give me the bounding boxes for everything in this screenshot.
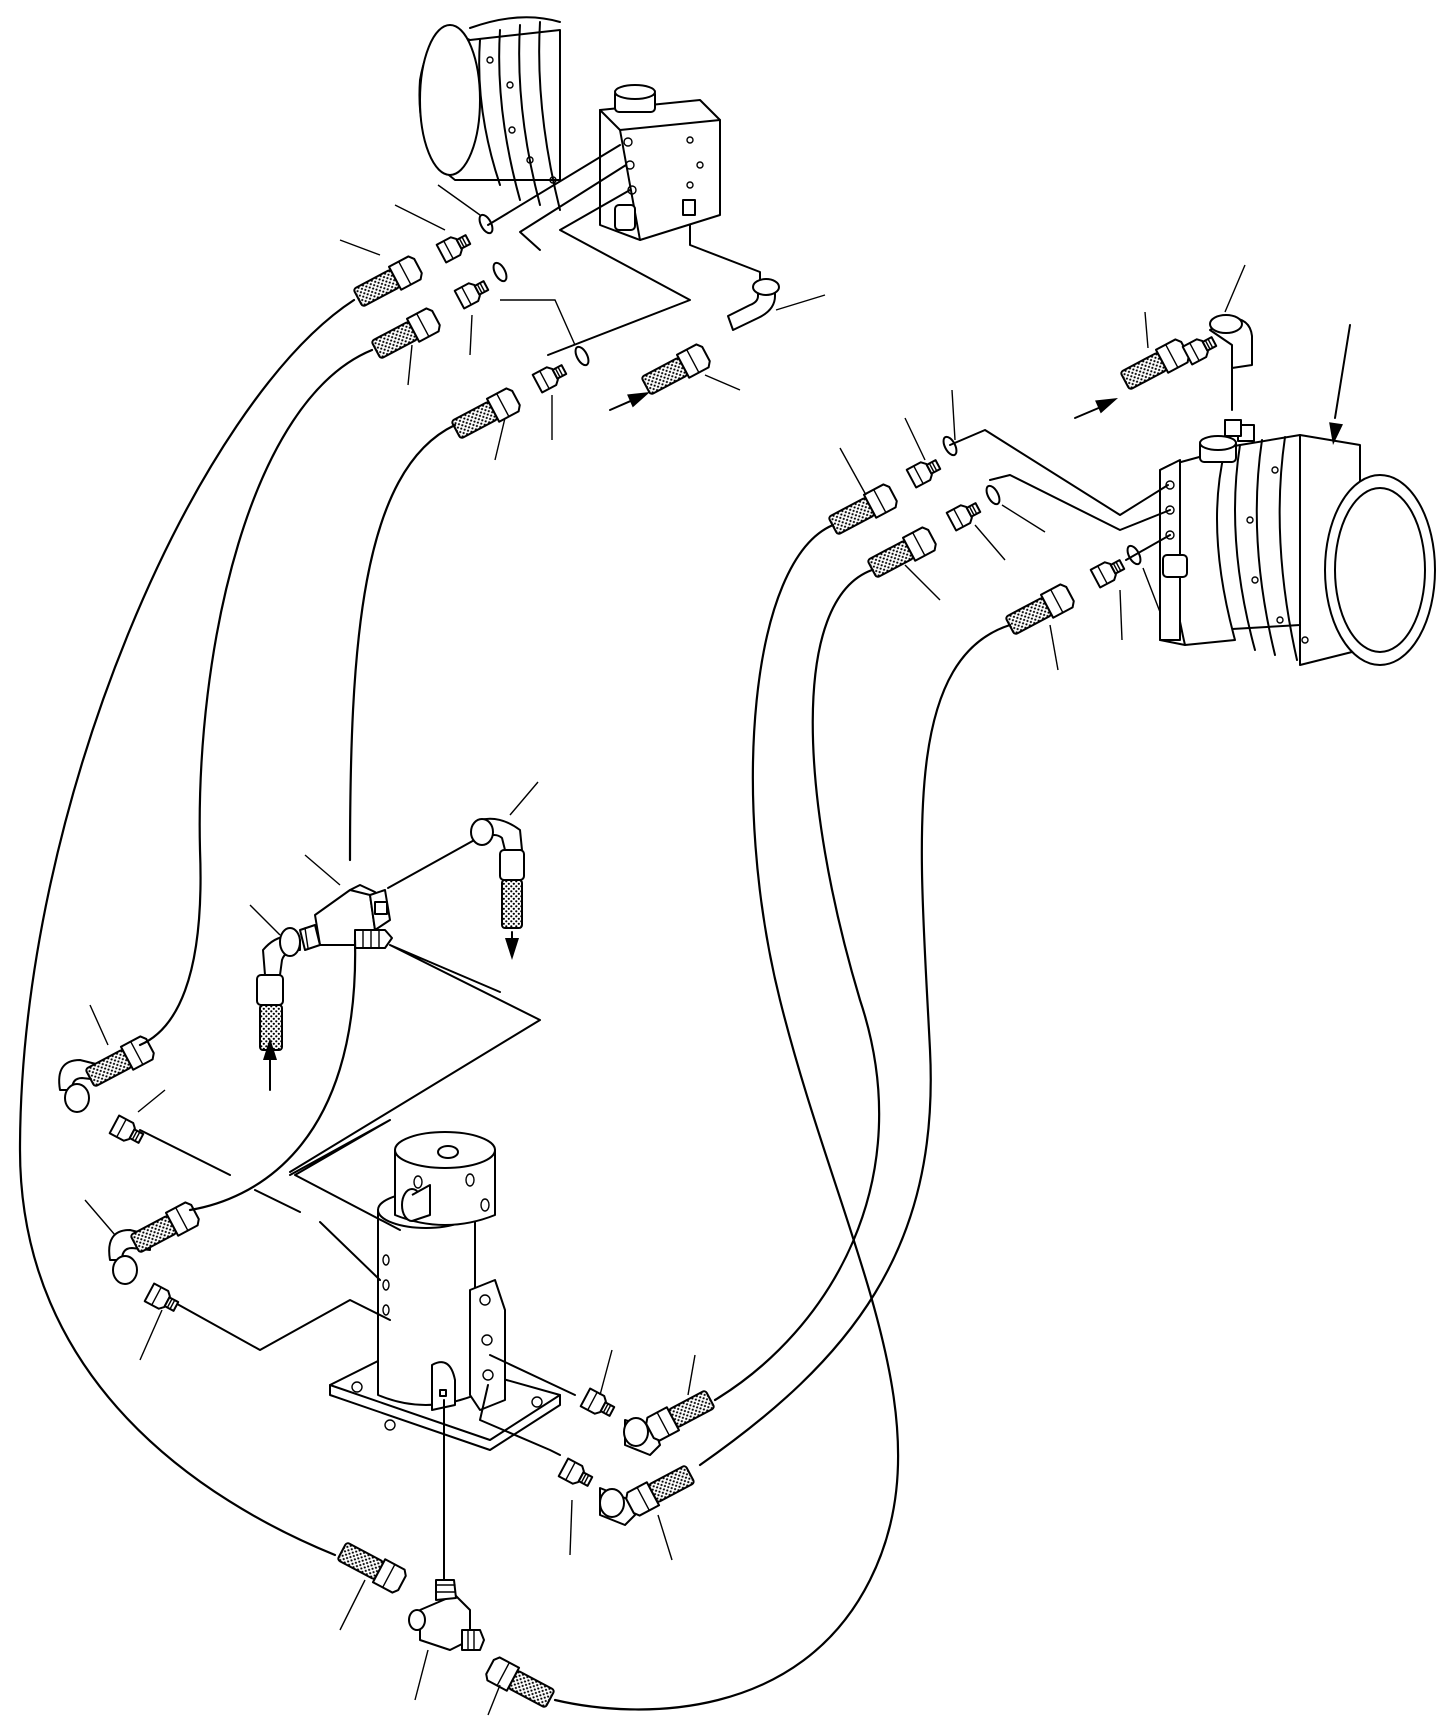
swivel-right-fittings — [557, 1386, 718, 1526]
flow-arrows — [263, 324, 1351, 1091]
tee-fitting-bottom — [408, 1579, 485, 1651]
swivel-joint-center — [329, 1131, 561, 1451]
right-motor-port-lines — [949, 367, 1233, 561]
elbow-middle-left — [256, 927, 301, 1051]
left-motor-fittings — [350, 211, 780, 443]
travel-motor-right — [1159, 424, 1436, 666]
travel-motor-left — [418, 16, 721, 241]
right-motor-fittings — [825, 314, 1253, 639]
tee-fitting-middle — [299, 884, 393, 951]
elbow-middle-right — [387, 817, 525, 929]
left-motor-port-lines — [487, 144, 761, 356]
leader-lines — [84, 184, 1246, 1716]
left-side-fittings — [58, 1033, 203, 1317]
swivel-connection-lines — [139, 944, 576, 1591]
hose-routes — [18, 298, 1012, 1711]
